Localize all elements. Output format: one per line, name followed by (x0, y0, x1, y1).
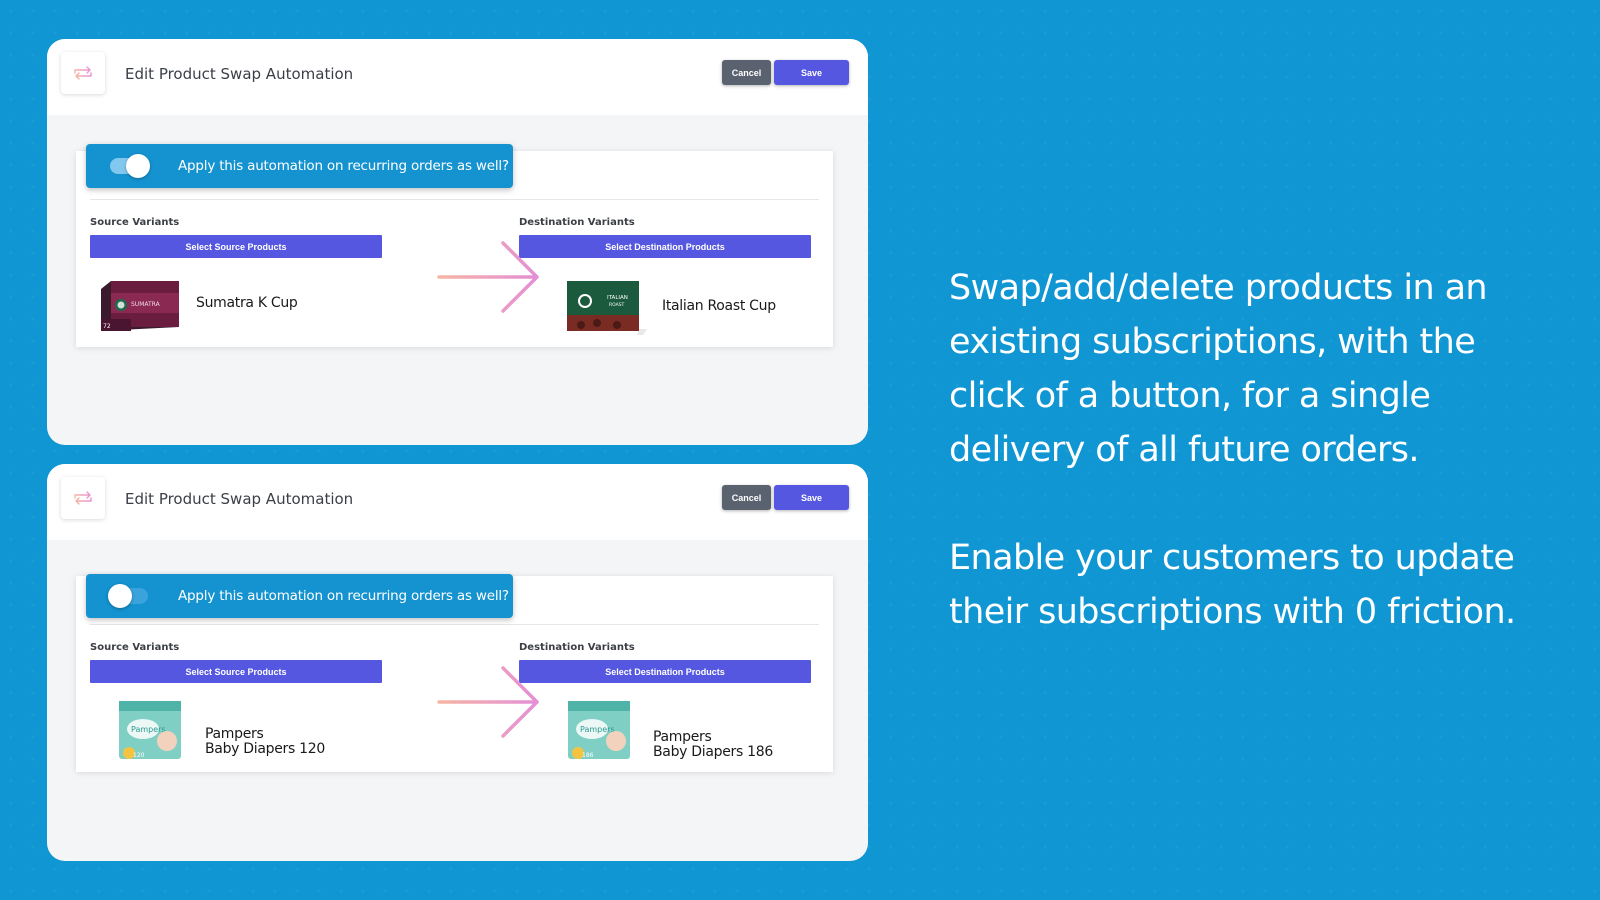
save-button[interactable]: Save (774, 485, 849, 510)
select-source-products-button[interactable]: Select Source Products (90, 235, 382, 258)
pampers-186-box-image: Pampers 186 (568, 697, 634, 766)
svg-text:ROAST: ROAST (609, 302, 625, 308)
pampers-120-box-image: Pampers 120 (119, 697, 185, 766)
select-source-products-button[interactable]: Select Source Products (90, 660, 382, 683)
source-product-name: Sumatra K Cup (196, 295, 298, 311)
destination-product-name: Italian Roast Cup (662, 298, 776, 314)
destination-product-name: Baby Diapers 186 (653, 744, 773, 760)
right-arrow-icon (435, 664, 545, 745)
panel-title: Edit Product Swap Automation (125, 65, 354, 83)
automation-panel-coffee: Edit Product Swap Automation Cancel Save… (47, 39, 868, 445)
marketing-paragraph-2: Enable your customers to update their su… (949, 538, 1516, 632)
svg-text:Pampers: Pampers (131, 725, 166, 734)
swap-arrows-icon (61, 477, 105, 519)
right-arrow-icon (435, 239, 545, 320)
svg-text:Pampers: Pampers (580, 725, 615, 734)
svg-text:72: 72 (103, 323, 111, 330)
recurring-orders-toggle[interactable] (108, 584, 148, 608)
sumatra-kcup-box-image: SUMATRA 72 (101, 279, 179, 338)
toggle-label: Apply this automation on recurring order… (178, 588, 509, 604)
svg-text:SUMATRA: SUMATRA (131, 301, 161, 308)
destination-variants-label: Destination Variants (519, 217, 635, 228)
source-product-brand: Pampers (205, 726, 264, 742)
marketing-paragraph-1: Swap/add/delete products in an existing … (949, 268, 1488, 470)
divider (90, 624, 819, 625)
svg-text:120: 120 (133, 752, 145, 759)
select-destination-products-button[interactable]: Select Destination Products (519, 660, 811, 683)
cancel-button[interactable]: Cancel (722, 60, 771, 85)
select-destination-products-button[interactable]: Select Destination Products (519, 235, 811, 258)
source-product-name: Baby Diapers 120 (205, 741, 325, 757)
swap-arrows-icon (61, 52, 105, 94)
svg-text:186: 186 (582, 752, 594, 759)
automation-panel-diapers: Edit Product Swap Automation Cancel Save… (47, 464, 868, 861)
save-button[interactable]: Save (774, 60, 849, 85)
recurring-orders-toggle-banner: Apply this automation on recurring order… (86, 144, 513, 188)
italian-roast-box-image: ITALIAN ROAST (567, 279, 647, 340)
cancel-button[interactable]: Cancel (722, 485, 771, 510)
toggle-knob (126, 154, 150, 178)
destination-product-brand: Pampers (653, 729, 712, 745)
svg-text:ITALIAN: ITALIAN (607, 295, 628, 301)
divider (90, 199, 819, 200)
panel-header: Edit Product Swap Automation Cancel Save (47, 464, 868, 540)
panel-title: Edit Product Swap Automation (125, 490, 354, 508)
source-variants-label: Source Variants (90, 217, 180, 228)
toggle-knob (108, 584, 132, 608)
recurring-orders-toggle[interactable] (110, 154, 150, 178)
toggle-label: Apply this automation on recurring order… (178, 158, 509, 174)
destination-variants-label: Destination Variants (519, 642, 635, 653)
source-variants-label: Source Variants (90, 642, 180, 653)
panel-header: Edit Product Swap Automation Cancel Save (47, 39, 868, 115)
recurring-orders-toggle-banner: Apply this automation on recurring order… (86, 574, 513, 618)
